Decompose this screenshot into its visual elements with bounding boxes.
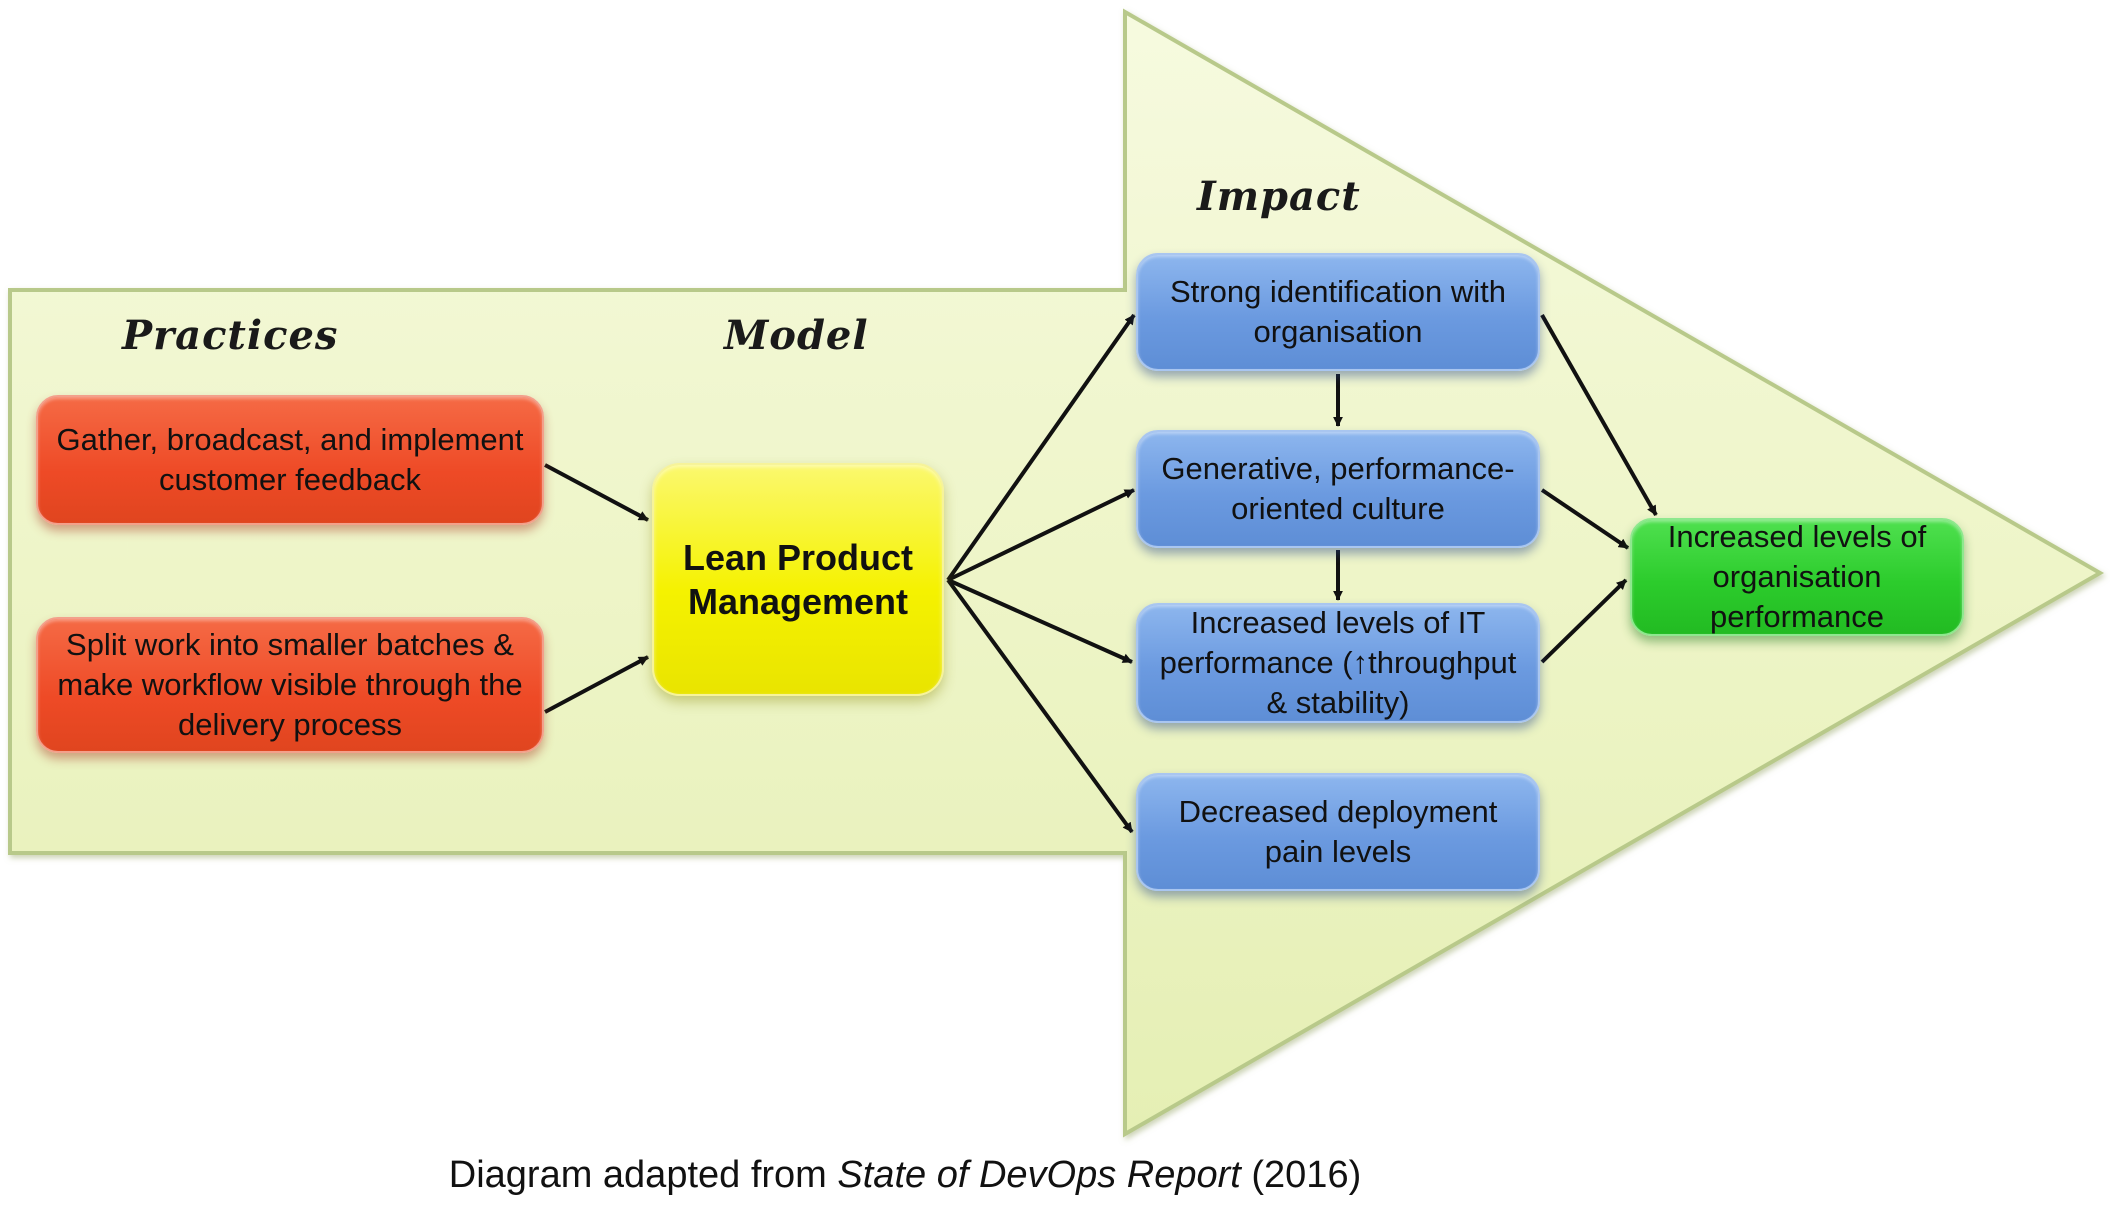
arrow-model-to-culture xyxy=(947,488,1135,582)
arrow-model-to-deployment-pain xyxy=(946,578,1134,834)
practice-customer-feedback: Gather, broadcast, and implement custome… xyxy=(36,395,544,525)
caption-source: State of DevOps Report xyxy=(837,1154,1241,1196)
connector-arrows xyxy=(544,313,1658,834)
arrow-model-to-it-performance xyxy=(947,578,1133,664)
arrow-batches-to-model xyxy=(544,655,649,714)
impact-it-performance: Increased levels of IT performance (↑thr… xyxy=(1136,603,1540,723)
direction-arrow-shape xyxy=(8,8,2105,1138)
impact-deployment-pain: Decreased deployment pain levels xyxy=(1136,773,1540,891)
caption-prefix: Diagram adapted from xyxy=(448,1154,838,1196)
heading-model: Model xyxy=(724,312,869,359)
practice-smaller-batches: Split work into smaller batches & make w… xyxy=(36,617,544,753)
caption-suffix: (2016) xyxy=(1240,1154,1362,1196)
caption: Diagram adapted from State of DevOps Rep… xyxy=(0,1154,1810,1197)
arrow-model-to-identification xyxy=(946,313,1136,582)
heading-impact: Impact xyxy=(1197,173,1361,220)
outcome-organisation-performance: Increased levels of organisation perform… xyxy=(1630,518,1964,636)
arrow-feedback-to-model xyxy=(544,463,649,522)
heading-practices: Practices xyxy=(122,312,339,359)
arrow-culture-to-outcome xyxy=(1540,488,1630,550)
model-lean-product-management: Lean Product Management xyxy=(652,463,944,696)
arrow-identification-to-outcome xyxy=(1540,314,1658,516)
impact-identification: Strong identification with organisation xyxy=(1136,253,1540,371)
impact-culture: Generative, performance-oriented culture xyxy=(1136,430,1540,548)
arrow-it-performance-to-outcome xyxy=(1540,578,1628,664)
